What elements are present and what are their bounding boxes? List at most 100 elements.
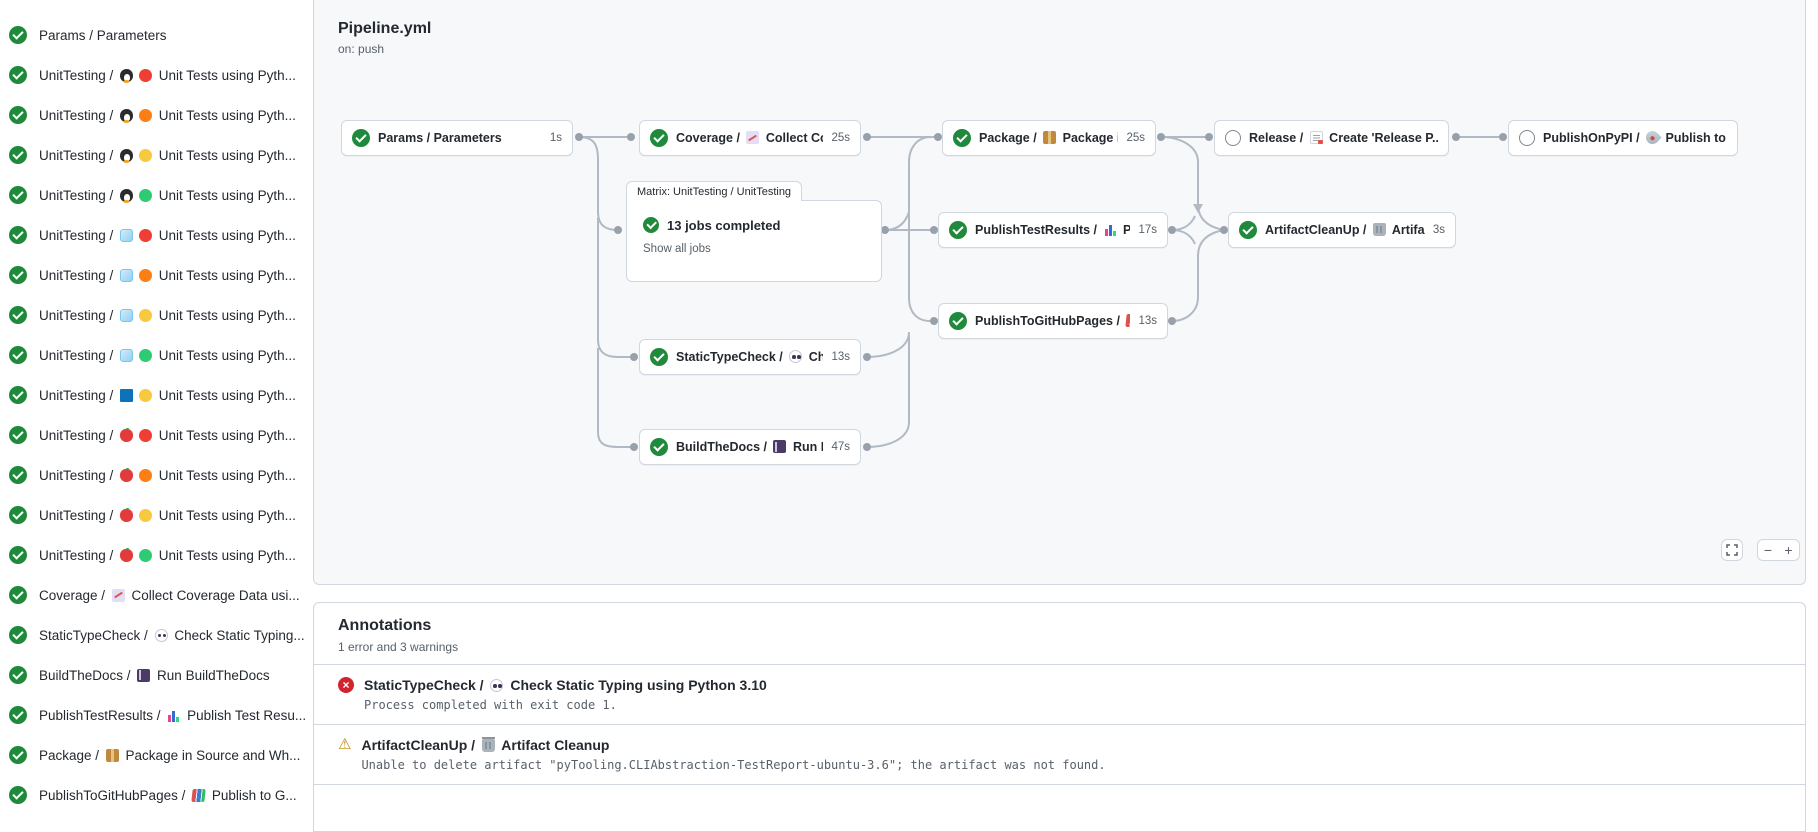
edge-dot	[1205, 133, 1213, 141]
annotation-title[interactable]: StaticTypeCheck / Check Static Typing us…	[364, 677, 767, 693]
edge-dot	[614, 226, 622, 234]
windows-icon	[120, 388, 134, 402]
bar-chart-icon	[167, 708, 181, 722]
job-list-item[interactable]: UnitTesting / Unit Tests using Pyth...	[0, 415, 313, 455]
edge-dot	[630, 353, 638, 361]
success-icon	[9, 106, 27, 124]
job-list-item[interactable]: UnitTesting / Unit Tests using Pyth...	[0, 335, 313, 375]
success-icon	[1239, 221, 1257, 239]
error-icon: ×	[338, 677, 354, 693]
success-icon	[9, 266, 27, 284]
job-list-item[interactable]: PublishTestResults / Publish Test Resu..…	[0, 695, 313, 735]
apple-icon	[120, 548, 134, 562]
zoom-out-button[interactable]: −	[1757, 539, 1779, 561]
warning-icon: ⚠	[338, 736, 352, 753]
job-list-item-label: UnitTesting / Unit Tests using Pyth...	[39, 227, 296, 243]
orange-circle-icon	[139, 268, 153, 282]
edge-dot	[881, 226, 889, 234]
green-circle-icon	[139, 548, 153, 562]
graph-node-publishtogithubpages[interactable]: PublishToGitHubPages / ...13s	[938, 303, 1168, 339]
job-list-item[interactable]: StaticTypeCheck / Check Static Typing...	[0, 615, 313, 655]
annotations-panel: Annotations 1 error and 3 warnings ×Stat…	[313, 602, 1806, 832]
package-icon	[1043, 131, 1057, 144]
graph-node-publishtestresults[interactable]: PublishTestResults / Pu...17s	[938, 212, 1168, 248]
success-icon	[9, 66, 27, 84]
green-circle-icon	[139, 348, 153, 362]
success-icon	[9, 186, 27, 204]
pipeline-trigger: on: push	[338, 42, 385, 56]
success-icon	[9, 506, 27, 524]
job-list-item[interactable]: UnitTesting / Unit Tests using Pyth...	[0, 295, 313, 335]
graph-node-label: ArtifactCleanUp / Artifac...	[1265, 223, 1425, 237]
show-all-jobs-link[interactable]: Show all jobs	[643, 243, 711, 255]
red-circle-icon	[139, 228, 153, 242]
linux-icon	[120, 68, 134, 83]
graph-node-artifactcleanup[interactable]: ArtifactCleanUp / Artifac...3s	[1228, 212, 1456, 248]
job-list-item[interactable]: UnitTesting / Unit Tests using Pyth...	[0, 135, 313, 175]
job-duration: 13s	[831, 351, 850, 363]
job-list-item-label: UnitTesting / Unit Tests using Pyth...	[39, 307, 296, 323]
job-list-item[interactable]: UnitTesting / Unit Tests using Pyth...	[0, 255, 313, 295]
job-list-item[interactable]: PublishToGitHubPages / Publish to G...	[0, 775, 313, 815]
graph-node-label: Params / Parameters	[378, 131, 502, 145]
success-icon	[9, 146, 27, 164]
graph-node-coverage[interactable]: Coverage / Collect Cove...25s	[639, 120, 861, 156]
job-list-item[interactable]: UnitTesting / Unit Tests using Pyth...	[0, 95, 313, 135]
eyes-icon	[789, 350, 803, 363]
success-icon	[9, 346, 27, 364]
job-list-item[interactable]: BuildTheDocs / Run BuildTheDocs	[0, 655, 313, 695]
graph-node-buildthedocs[interactable]: BuildTheDocs / Run Buil... 47s	[639, 429, 861, 465]
job-list-item-label: UnitTesting / Unit Tests using Pyth...	[39, 147, 296, 163]
graph-node-label: PublishOnPyPI / Publish to ...	[1543, 131, 1727, 145]
notebook-icon	[137, 668, 151, 682]
job-list-item-label: PublishToGitHubPages / Publish to G...	[39, 787, 297, 803]
edge-dot	[934, 133, 942, 141]
job-list-item-label: UnitTesting / Unit Tests using Pyth...	[39, 67, 296, 83]
edge-dot	[1220, 226, 1228, 234]
graph-node-label: BuildTheDocs / Run Buil...	[676, 440, 823, 454]
books-icon	[1125, 314, 1131, 327]
zoom-in-button[interactable]: +	[1778, 539, 1800, 561]
job-list-item[interactable]: UnitTesting / Unit Tests using Pyth...	[0, 215, 313, 255]
job-list-item[interactable]: UnitTesting / Unit Tests using Pyth...	[0, 495, 313, 535]
success-icon	[643, 217, 659, 233]
graph-node-statictypecheck[interactable]: StaticTypeCheck / Chec... 13s	[639, 339, 861, 375]
success-icon	[9, 226, 27, 244]
success-icon	[650, 348, 668, 366]
success-icon	[352, 129, 370, 147]
job-list-item-label: Params / Parameters	[39, 27, 167, 43]
job-list-item-label: Package / Package in Source and Wh...	[39, 747, 301, 763]
annotation-row-error: × StaticTypeCheck / Check Static Typing u…	[314, 665, 1805, 725]
fullscreen-button[interactable]	[1721, 539, 1743, 561]
job-list-item[interactable]: UnitTesting / Unit Tests using Pyth...	[0, 535, 313, 575]
fullscreen-icon	[1726, 544, 1738, 556]
graph-node-package[interactable]: Package / Package in So...25s	[942, 120, 1156, 156]
graph-node-label: StaticTypeCheck / Chec...	[676, 350, 824, 364]
annotation-title[interactable]: ArtifactCleanUp / Artifact Cleanup	[361, 737, 610, 753]
job-duration: 47s	[831, 441, 850, 453]
edge-dot	[1452, 133, 1460, 141]
graph-node-release[interactable]: Release / Create 'Release P...	[1214, 120, 1449, 156]
job-list-item[interactable]: Package / Package in Source and Wh...	[0, 735, 313, 775]
yellow-circle-icon	[139, 388, 153, 402]
graph-node-label: Package / Package in So...	[979, 131, 1118, 145]
edge-dot	[930, 317, 938, 325]
job-list-item[interactable]: UnitTesting / Unit Tests using Pyth...	[0, 175, 313, 215]
job-list-item[interactable]: UnitTesting / Unit Tests using Pyth...	[0, 55, 313, 95]
success-icon	[9, 586, 27, 604]
job-list-item[interactable]: Coverage / Collect Coverage Data usi...	[0, 575, 313, 615]
edge-dot	[1157, 133, 1165, 141]
success-icon	[9, 706, 27, 724]
workflow-graph-panel: Pipeline.yml on: push Params / Parameter…	[313, 0, 1806, 585]
edge-dot	[863, 133, 871, 141]
package-icon	[105, 748, 119, 762]
yellow-circle-icon	[139, 308, 153, 322]
graph-node-publishonpypi[interactable]: PublishOnPyPI / Publish to ...	[1508, 120, 1738, 156]
job-list-item[interactable]: UnitTesting / Unit Tests using Pyth...	[0, 375, 313, 415]
job-list-item[interactable]: UnitTesting / Unit Tests using Pyth...	[0, 455, 313, 495]
success-icon	[9, 26, 27, 44]
job-list-item-label: UnitTesting / Unit Tests using Pyth...	[39, 387, 296, 403]
job-list-item[interactable]: Params / Parameters	[0, 15, 313, 55]
